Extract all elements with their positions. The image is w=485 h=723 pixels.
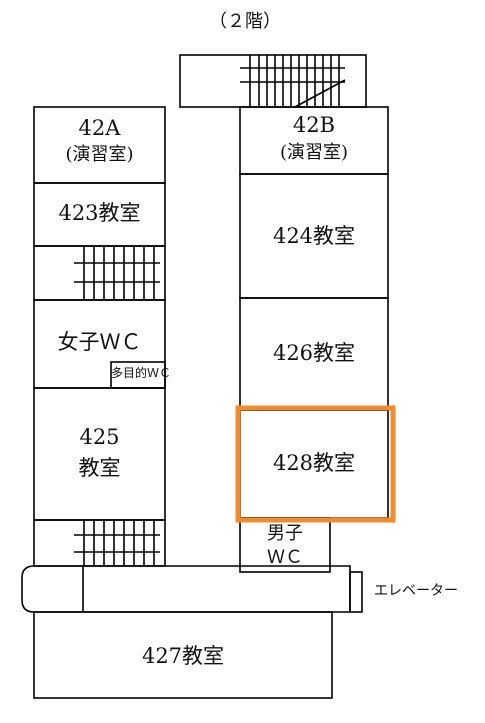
room-428-label: 428教室 [272,451,356,475]
floor-title: （２階） [209,11,281,32]
stair-hall-top [179,54,367,108]
stair-left-upper [33,245,166,301]
room-423-label: 423教室 [58,201,141,225]
room-425 [33,387,166,521]
wc-men-label-bottom: ＷＣ [267,547,303,568]
room-425-number: 425 [79,425,120,449]
room-427-label: 427教室 [141,644,225,668]
wc-men-label-top: 男子 [267,523,303,544]
room-425-name: 教室 [78,456,121,480]
room-42b-code: 42B [292,113,336,137]
corridor-bottom [21,565,351,613]
room-424-label: 424教室 [272,224,356,248]
elevator-label: エレベーター [374,583,458,599]
room-427 [33,611,333,699]
room-42a-type: (演習室) [65,144,134,165]
stair-left-lower [33,519,166,567]
wc-multipurpose-label: 多目的ＷＣ [111,366,172,380]
wc-women-label: 女子ＷＣ [57,330,142,354]
room-42b-type: (演習室) [279,142,349,163]
room-42a-code: 42A [78,116,121,140]
highlight-box-428 [235,405,396,523]
elevator [349,571,363,613]
room-426-label: 426教室 [272,341,356,365]
